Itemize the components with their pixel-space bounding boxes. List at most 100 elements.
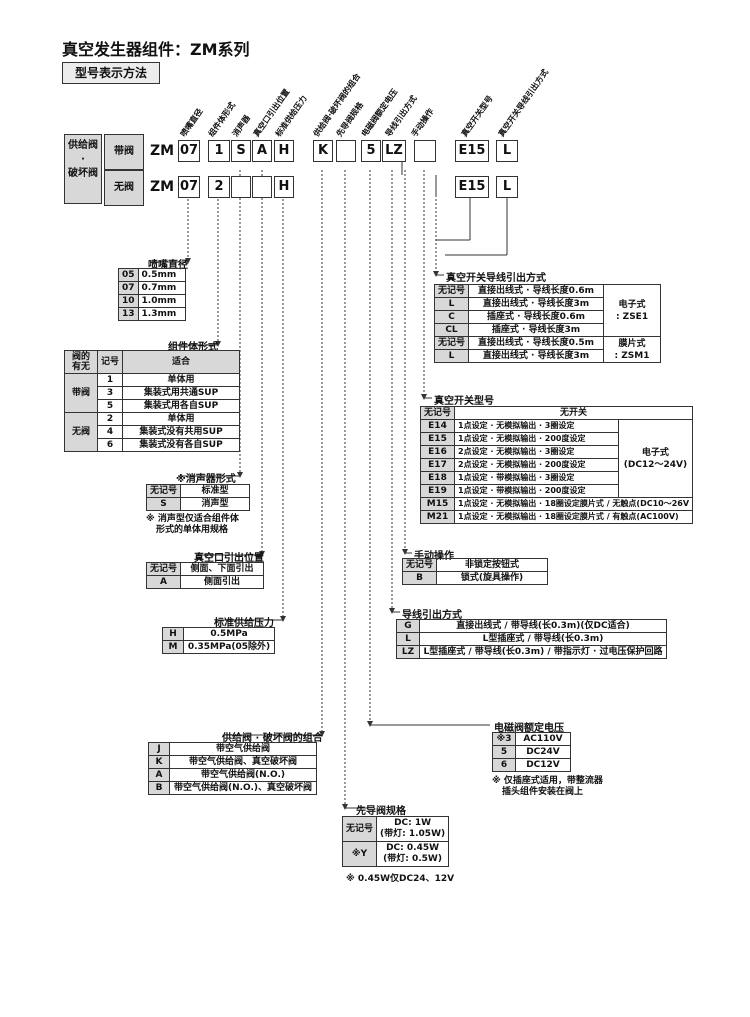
note-line: ※ 消声型仅适合组件体 [146, 514, 239, 524]
table-row: 无记号标准型 [145, 484, 251, 498]
cell: 6 [96, 438, 124, 452]
cell: 1点设定 · 带模拟输出 · 200度设定 [454, 484, 619, 498]
cell: E14 [419, 419, 456, 433]
cell: L [433, 349, 470, 363]
cell: C [433, 310, 470, 324]
side-line: 电子式 [641, 447, 669, 458]
cell: 带空气供给阀(N.O.)、真空破坏阀 [169, 781, 317, 795]
cell: 无记号 [433, 284, 470, 298]
cell: 侧面引出 [180, 575, 265, 589]
cell: ※Y [341, 841, 378, 867]
cell: 集装式没有各自SUP [122, 438, 241, 452]
side-line: : ZSE1 [615, 311, 649, 322]
side-line: 电子式 [618, 299, 646, 310]
cell: 5 [96, 399, 124, 413]
voltage-note: ※ 仅插座式适用，带整流器 插头组件安装在阀上 [492, 776, 603, 798]
code-voltage: 5 [361, 140, 381, 162]
group-cell: 带阀 [64, 373, 98, 413]
code-valve-combo: K [313, 140, 333, 162]
cell: 2点设定 · 无模拟输出 · 200度设定 [454, 458, 619, 472]
cell: B [401, 571, 438, 585]
header-cell: 适合 [122, 350, 241, 374]
cell: 消声型 [180, 497, 251, 511]
cell: 4 [96, 425, 124, 439]
cell: L型插座式 / 带导线(长0.3m) / 带指示灯 · 过电压保护回路 [419, 645, 667, 659]
cell: AC110V [515, 732, 571, 746]
cell: H [162, 627, 184, 641]
cell-line: DC: 1W [394, 818, 432, 828]
cell: 13 [118, 307, 139, 321]
pilot-note: ※ 0.45W仅DC24、12V [346, 874, 455, 884]
cell: 07 [118, 281, 139, 295]
cell: E18 [419, 471, 456, 485]
cell: 单体用 [122, 373, 241, 387]
code-vswitch-lead: L [496, 176, 518, 198]
group-label-line: 破坏阀 [68, 168, 98, 179]
cell: 集装式没有共用SUP [122, 425, 241, 439]
cell: 标准型 [180, 484, 251, 498]
code-pressure: H [274, 176, 294, 198]
cell: M21 [419, 510, 456, 524]
cell: 1.0mm [137, 294, 186, 308]
cell: 带空气供给阀 [169, 742, 317, 756]
cell: ※3 [492, 732, 516, 746]
cell: 无记号 [145, 484, 182, 498]
code-manual [414, 140, 436, 162]
code-pressure: H [274, 140, 294, 162]
cell: 1点设定 · 无模拟输出 · 3圈设定 [454, 419, 619, 433]
code-wiring: LZ [382, 140, 406, 162]
cell: J [148, 742, 170, 756]
cell: 插座式 · 导线长度0.6m [468, 310, 605, 324]
section-subtitle: 型号表示方法 [62, 62, 160, 84]
code-vswitch-lead: L [496, 140, 518, 162]
body-label: 组件体形式 [168, 342, 218, 353]
cell: DC12V [515, 758, 571, 772]
cell: 0.35MPa(05除外) [183, 640, 275, 654]
cell: 1点设定 · 无模拟输出 · 18圈设定膜片式 / 无触点(DC10～26V [454, 497, 694, 511]
cell: 侧面、下面引出 [180, 562, 265, 576]
cell: 集装式用各自SUP [122, 399, 241, 413]
code-vswitch: E15 [455, 140, 489, 162]
header-cell: 记号 [96, 350, 124, 374]
table-row: 阀的有无记号适合 [64, 350, 241, 374]
cell-line: (带灯: 0.5W) [383, 854, 442, 864]
cell: 带空气供给阀、真空破坏阀 [169, 755, 317, 769]
cell: A [145, 575, 182, 589]
cell-line: DC: 0.45W [386, 843, 440, 853]
pressure-label: 标准供给压力 [214, 618, 274, 629]
cell-line: (带灯: 1.05W) [380, 829, 446, 839]
valvecombo-label: 供给阀 · 破坏阀的组合 [222, 733, 323, 744]
row-with-valve-label: 带阀 [104, 134, 144, 170]
code-vacport: A [252, 140, 272, 162]
cell: 带空气供给阀(N.O.) [169, 768, 317, 782]
cell: 5 [492, 745, 516, 759]
cell: 1点设定 · 无模拟输出 · 200度设定 [454, 432, 619, 446]
table-row: 无记号无开关 [419, 406, 694, 420]
